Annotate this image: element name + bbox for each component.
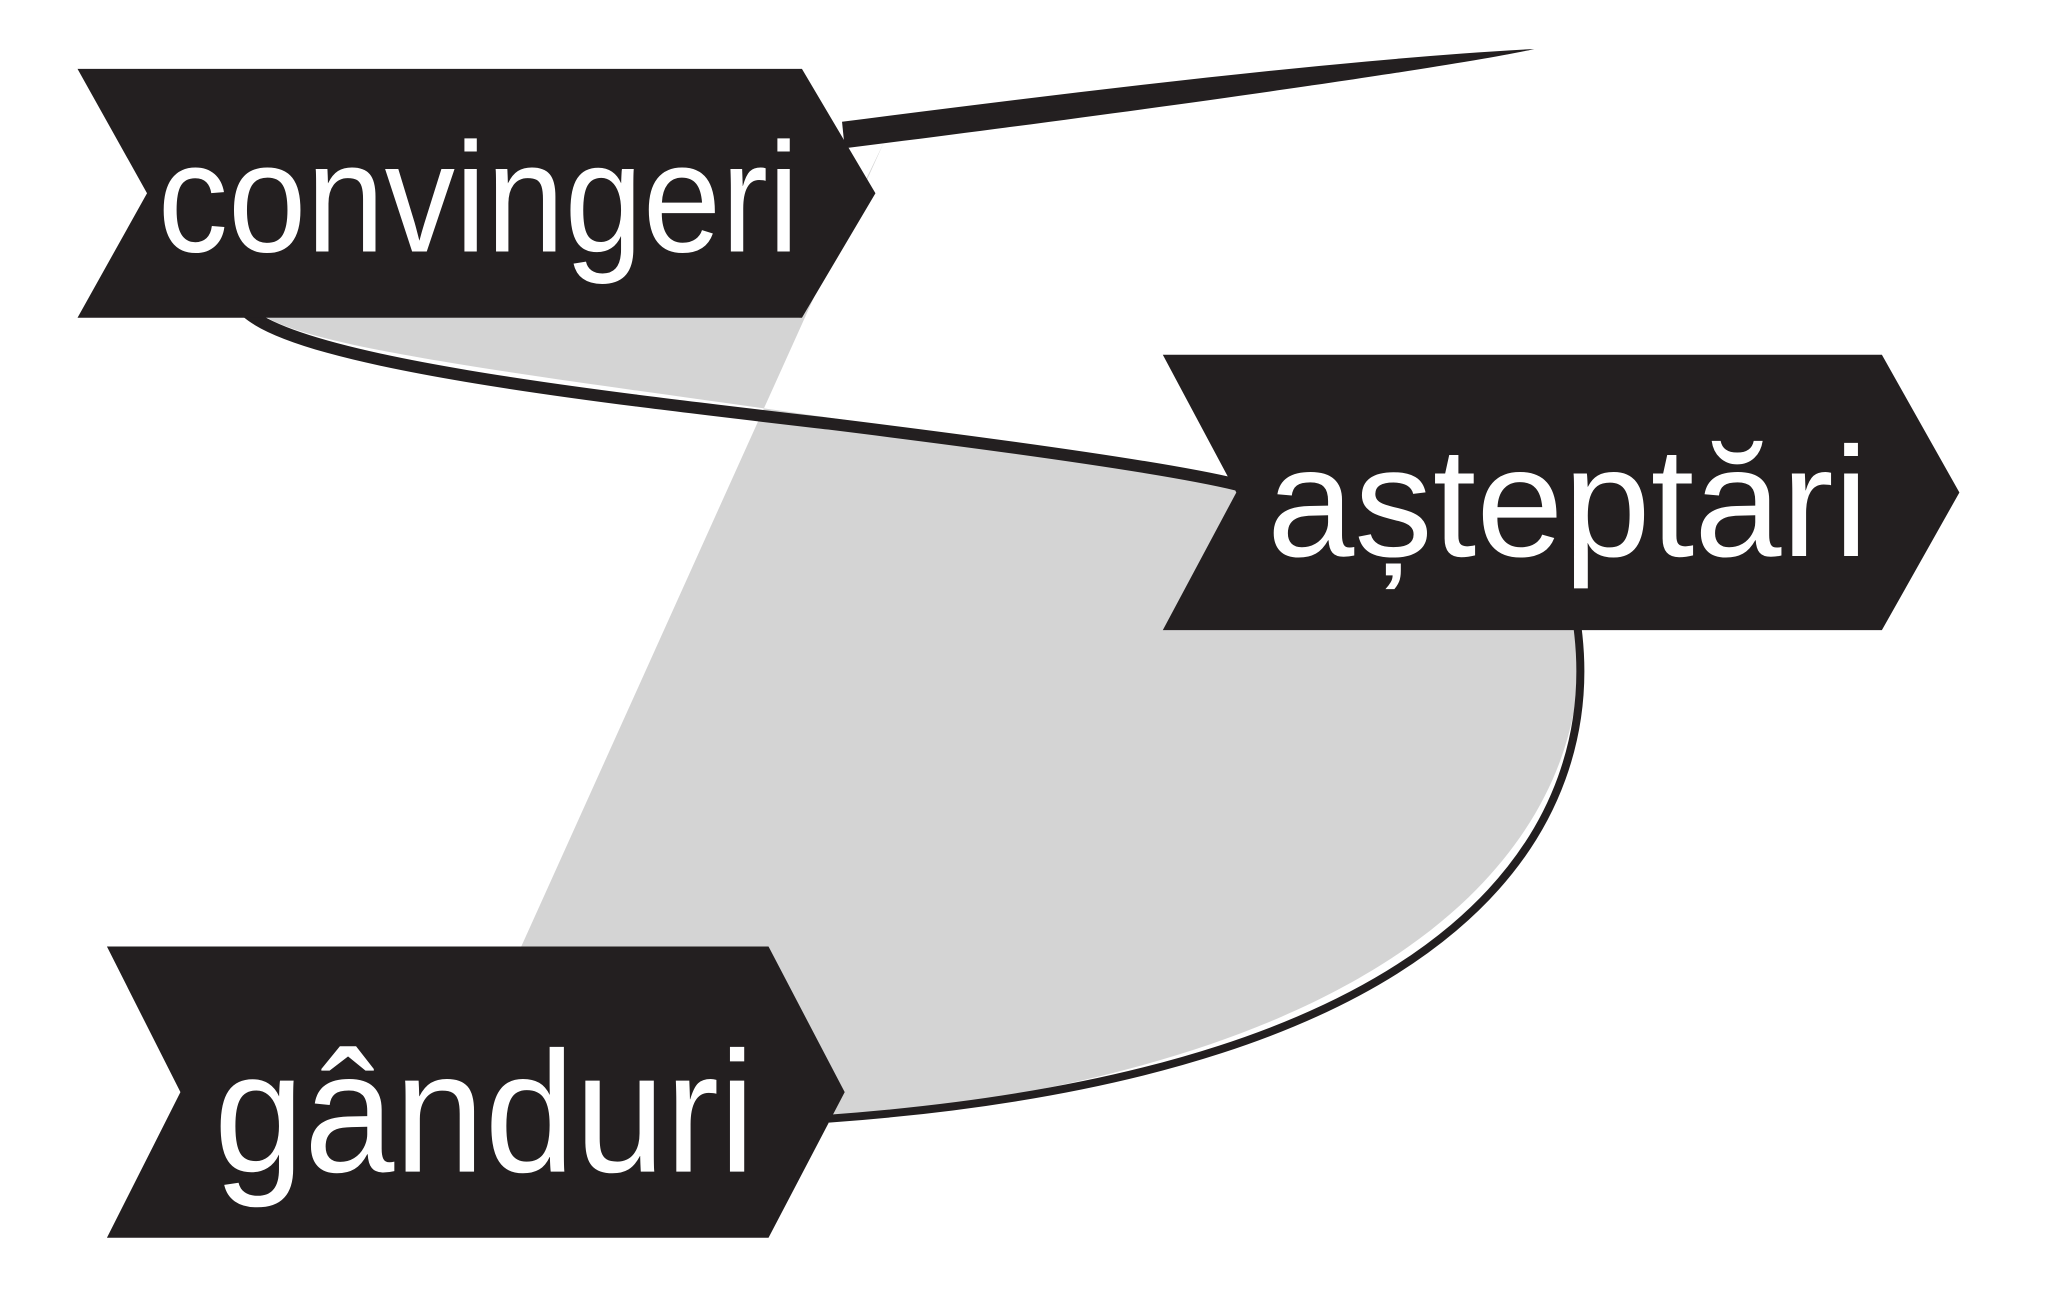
connector-line-middle bbox=[243, 307, 1238, 491]
banner-convingeri: convingeri bbox=[77, 68, 876, 318]
connector-line-top bbox=[842, 48, 1535, 149]
banner-ganduri: gânduri bbox=[106, 946, 845, 1238]
shaded-region bbox=[267, 140, 1580, 1119]
banner-asteptari: așteptări bbox=[1162, 354, 1960, 631]
label-convingeri: convingeri bbox=[158, 111, 800, 285]
label-ganduri: gânduri bbox=[214, 1015, 755, 1208]
label-asteptari: așteptări bbox=[1267, 416, 1868, 590]
connector-line-bottom bbox=[828, 624, 1585, 1123]
